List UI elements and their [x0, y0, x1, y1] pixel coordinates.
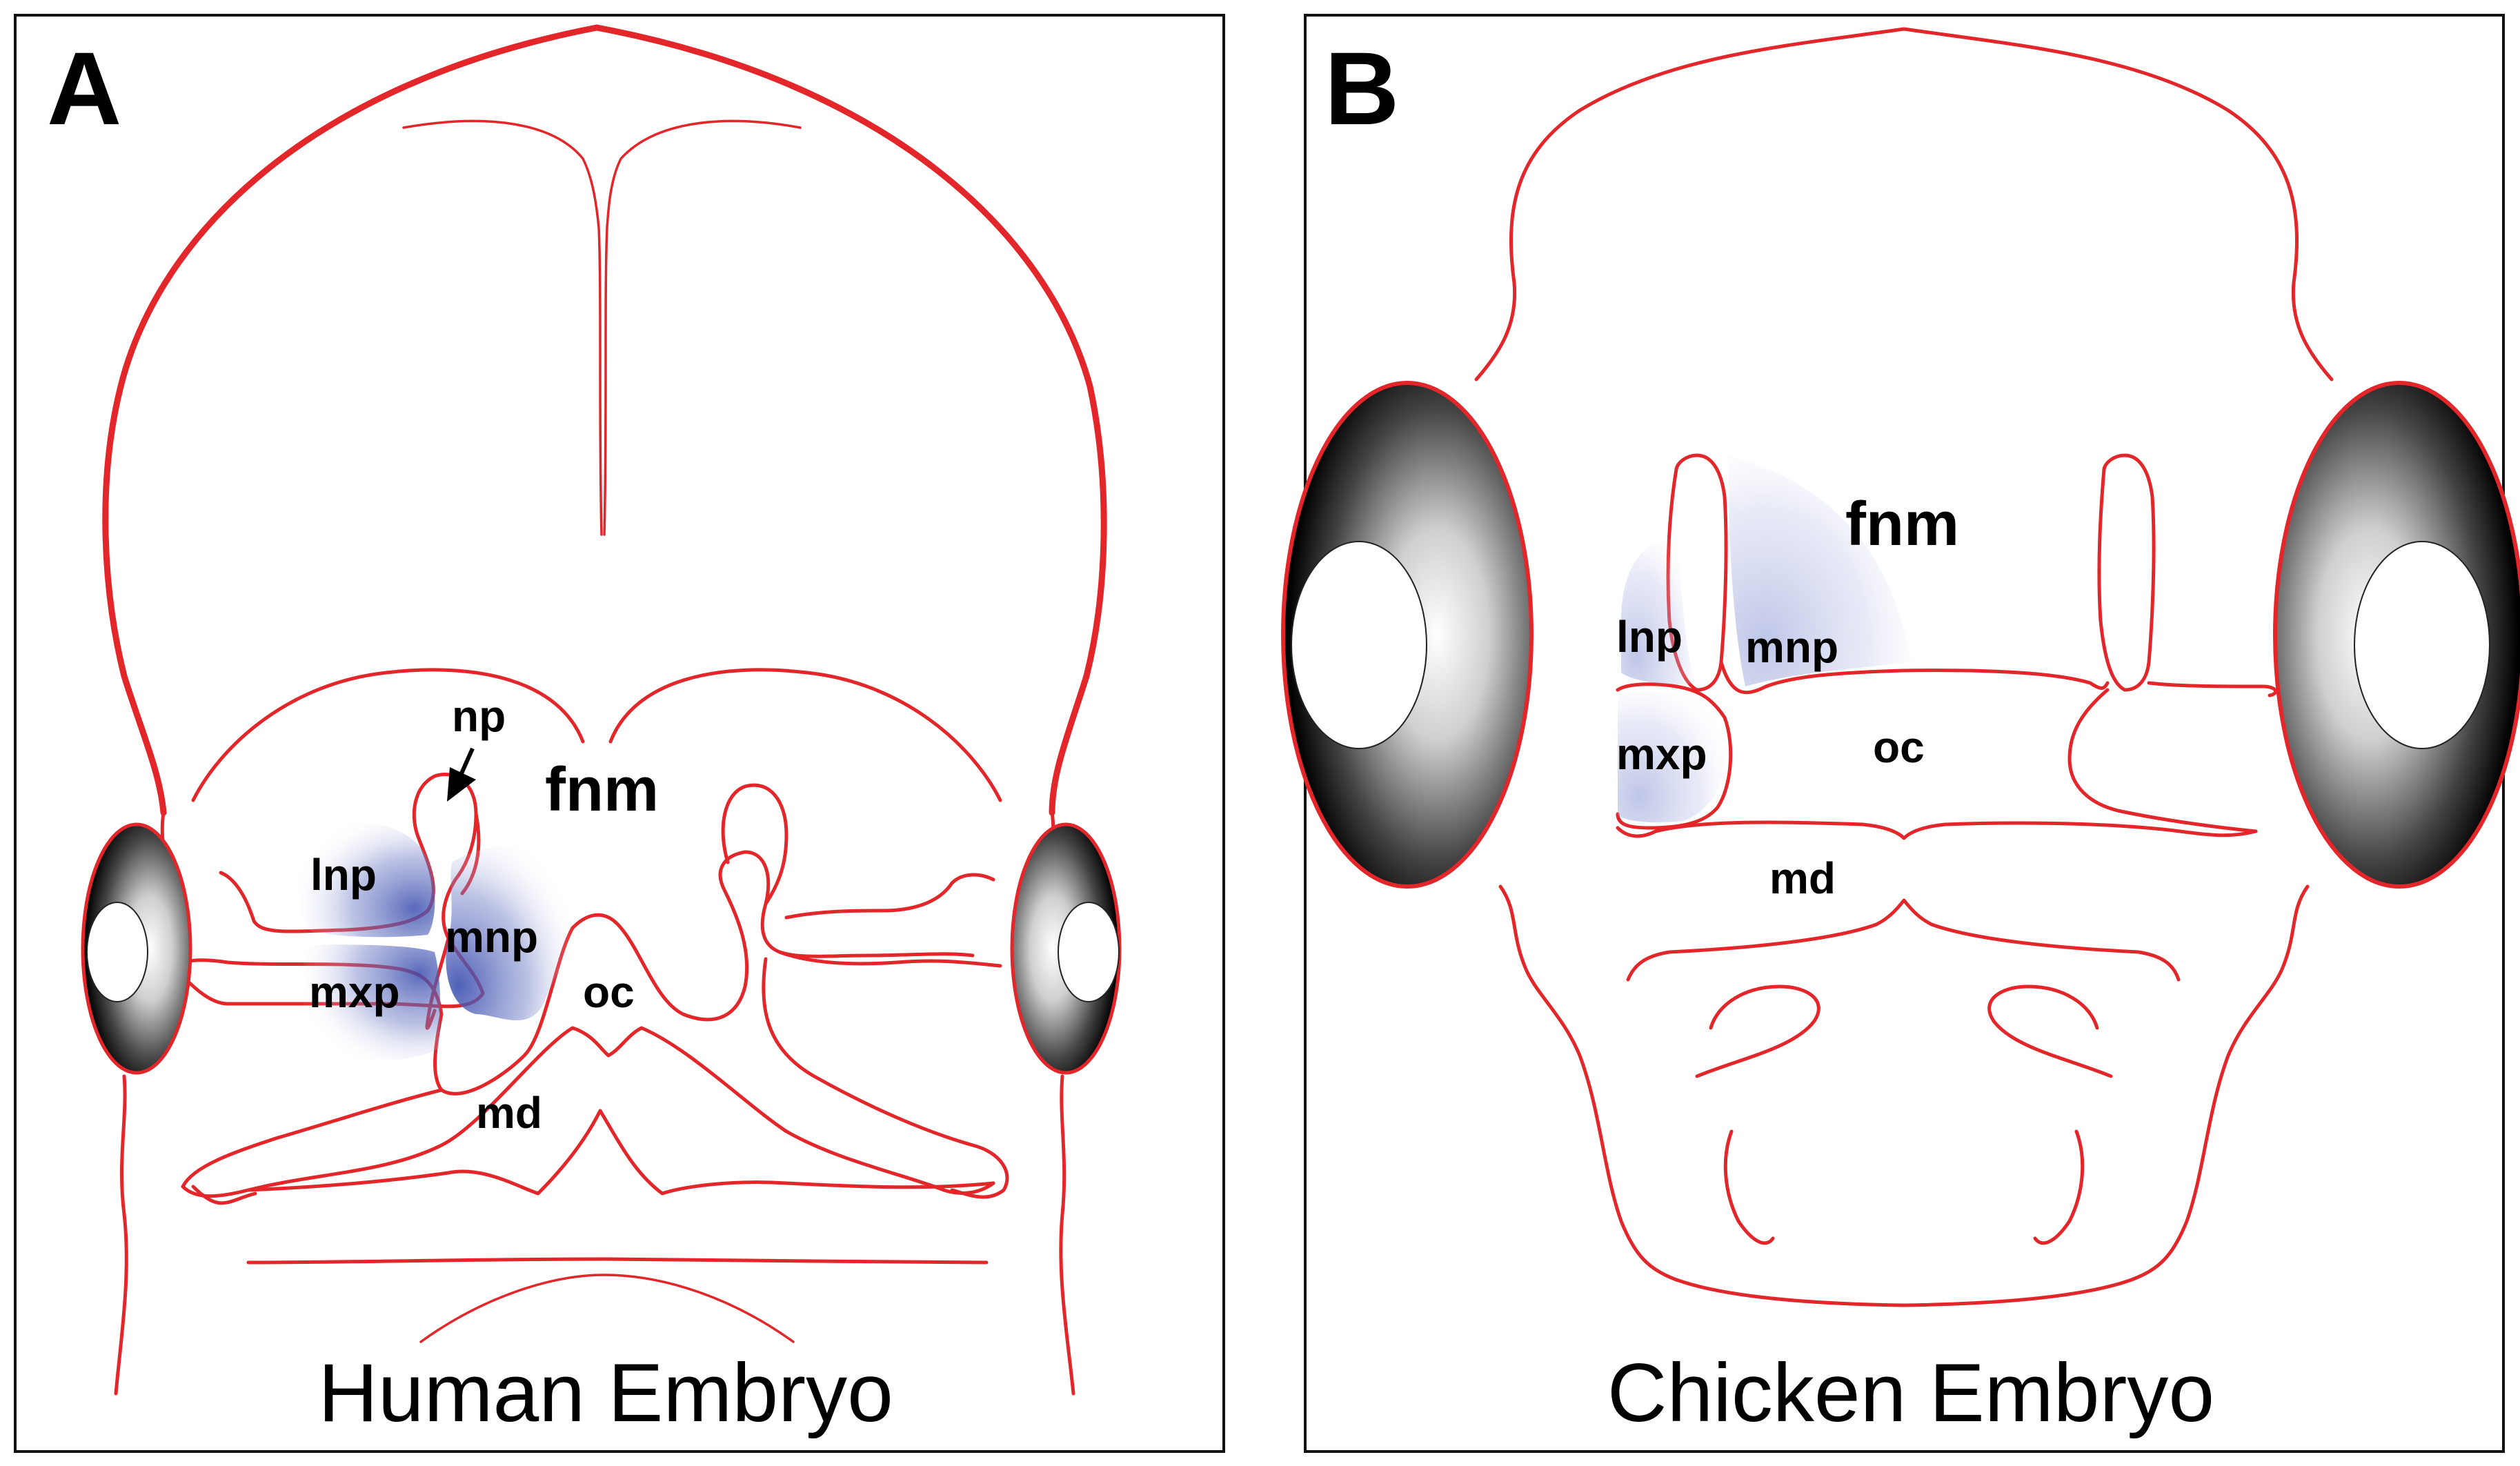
lnp-highlight-a — [295, 822, 435, 938]
brain-midline-right — [603, 119, 802, 536]
chicken-right-pillar — [2097, 453, 2156, 692]
mxp-highlight-a — [301, 944, 441, 1060]
label-mnp: mnp — [445, 912, 538, 962]
label-mxp: mxp — [309, 967, 400, 1017]
brain-midline — [402, 119, 603, 536]
mnp-highlight-a — [446, 845, 579, 1020]
chicken-jaw-curl-left — [1695, 984, 1820, 1078]
human-neck-right-lower — [1059, 1074, 1075, 1396]
chicken-jaw-curl-right — [1987, 984, 2113, 1078]
label-md-b: md — [1769, 853, 1836, 903]
chin-line — [246, 1257, 989, 1265]
chicken-md-top — [1616, 820, 2258, 840]
chicken-neck-left — [1498, 884, 1678, 1282]
frontonasal-arc-left — [191, 668, 585, 802]
human-head-outline — [102, 24, 1107, 816]
human-neck-left-lower — [114, 1074, 128, 1396]
right-eye-a — [1010, 822, 1122, 1075]
label-oc-b: oc — [1873, 722, 1925, 772]
label-mxp-b: mxp — [1616, 729, 1707, 779]
frontonasal-arc-right — [608, 668, 1002, 802]
chicken-bottom — [1674, 1278, 2134, 1307]
left-eye-a — [81, 822, 192, 1075]
label-md: md — [476, 1088, 542, 1138]
label-fnm: fnm — [545, 755, 659, 824]
chicken-mnp-outline — [1719, 660, 2110, 695]
right-fnm-bump — [721, 783, 788, 906]
chicken-chin-right — [2033, 1129, 2085, 1245]
mxp-highlight-b — [1618, 690, 1725, 822]
chicken-md-bottom — [1626, 898, 2181, 982]
label-fnm-b: fnm — [1845, 490, 1959, 559]
panel-a-frame — [14, 14, 1225, 1453]
np-arrow — [447, 747, 476, 802]
chicken-head-outline — [1474, 27, 2334, 382]
label-mnp-b: mnp — [1745, 622, 1838, 672]
left-eye-b — [1281, 381, 1534, 889]
chicken-chin-left — [1723, 1129, 1775, 1245]
lnp-highlight-b — [1621, 538, 1697, 684]
chicken-mxp-outline — [1616, 682, 1733, 830]
panel-a: A — [14, 14, 1225, 1453]
right-eye-connect — [777, 873, 1002, 968]
chicken-oc-right — [2067, 688, 2258, 833]
right-cheek-line — [762, 957, 1009, 1199]
panel-b-letter: B — [1325, 30, 1399, 146]
chicken-neck-right — [2130, 884, 2310, 1282]
mandible-outline — [181, 1026, 995, 1198]
right-eye-b — [2273, 381, 2520, 889]
mnp-highlight-b — [1728, 455, 1911, 686]
panel-a-letter: A — [47, 30, 121, 146]
panel-b: B — [1281, 14, 2520, 1453]
label-oc: oc — [583, 967, 635, 1017]
panel-b-caption: Chicken Embryo — [1607, 1347, 2214, 1439]
label-np: np — [452, 691, 506, 741]
chin-arc — [419, 1274, 795, 1343]
mandible-lower — [191, 1109, 995, 1205]
panel-a-caption: Human Embryo — [318, 1347, 893, 1439]
chicken-right-nasal-line — [2147, 681, 2278, 697]
label-lnp: lnp — [310, 850, 377, 900]
label-lnp-b: lnp — [1616, 612, 1683, 662]
